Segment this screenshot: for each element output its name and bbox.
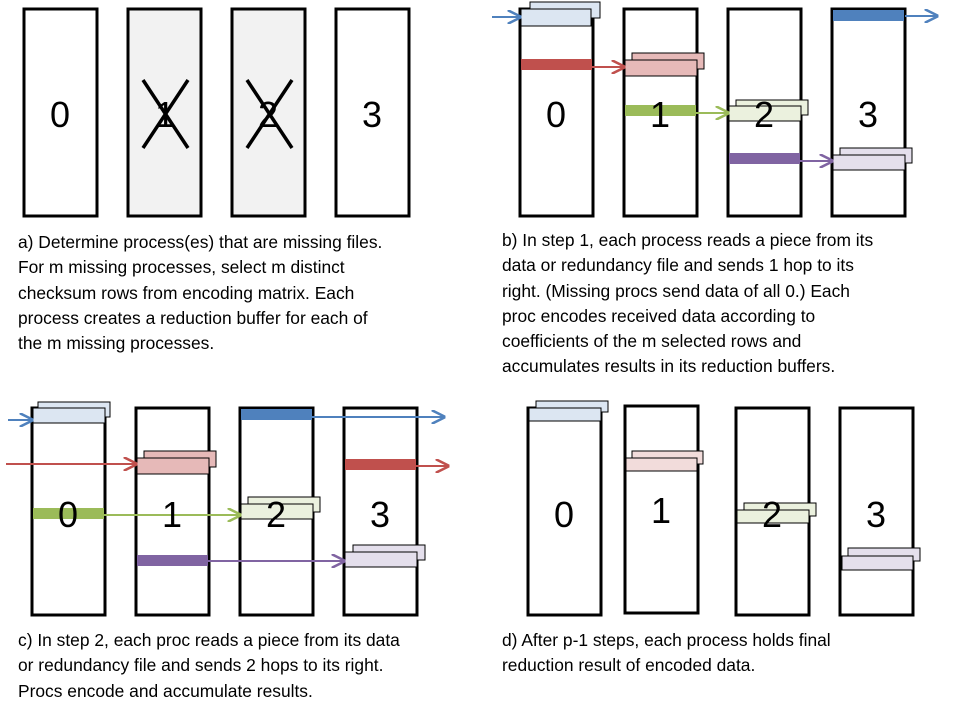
caption-line: data or redundancy file and sends 1 hop … [502, 255, 854, 276]
caption-line: Procs encode and accumulate results. [18, 680, 313, 701]
process-label: 1 [651, 490, 671, 531]
process-label: 1 [162, 494, 182, 535]
data-piece [625, 105, 696, 116]
data-piece [345, 459, 416, 470]
missing-x-mark [245, 79, 294, 149]
data-piece [241, 409, 312, 420]
panel-a: 0 1 2 3 [22, 7, 411, 218]
process-label: 0 [50, 94, 70, 135]
reduction-buffer [736, 509, 810, 524]
process-label: 3 [866, 494, 886, 535]
data-piece [729, 153, 800, 164]
reduction-buffer [520, 8, 592, 27]
caption-line: accumulates results in its reduction buf… [502, 356, 836, 377]
process-box [518, 7, 595, 218]
process-box [838, 406, 915, 617]
data-piece [521, 59, 592, 70]
caption-line: proc encodes received data according to [502, 305, 816, 326]
process-box [342, 406, 419, 617]
caption-line: reduction result of encoded data. [502, 655, 756, 676]
reduction-buffer [832, 154, 906, 171]
caption-b: b) In step 1, each process reads a piece… [502, 228, 873, 380]
caption-line: a) Determine process(es) that are missin… [18, 232, 383, 252]
caption-line: process creates a reduction buffer for e… [18, 307, 368, 328]
process-box [134, 406, 211, 617]
panel-b: 0 1 2 3 [492, 1, 937, 218]
process-label: 3 [858, 94, 878, 135]
process-label: 3 [370, 494, 390, 535]
data-piece [137, 555, 208, 566]
reduction-buffer [136, 457, 210, 475]
caption-line: coefficients of the m selected rows and [502, 331, 802, 352]
data-piece [33, 508, 104, 519]
process-box [623, 404, 700, 615]
process-box [526, 406, 603, 617]
reduction-buffer [344, 551, 418, 568]
process-label: 2 [762, 494, 782, 535]
caption-a: a) Determine process(es) that are missin… [18, 230, 382, 356]
process-label: 0 [58, 494, 78, 535]
panel-d: 0 1 2 3 [526, 400, 921, 617]
caption-line: d) After p-1 steps, each process holds f… [502, 630, 831, 650]
process-label: 0 [546, 94, 566, 135]
caption-line: checksum rows from encoding matrix. Each [18, 282, 355, 303]
reduction-buffer [32, 407, 106, 424]
caption-line: For m missing processes, select m distin… [18, 257, 345, 278]
caption-line: c) In step 2, each proc reads a piece fr… [18, 630, 400, 650]
reduction-buffer [625, 457, 698, 472]
reduction-buffer [528, 407, 602, 422]
process-box [334, 7, 411, 218]
reduction-buffer [841, 555, 914, 571]
data-piece [833, 10, 904, 21]
process-label: 0 [554, 494, 574, 535]
process-box [830, 7, 907, 218]
caption-line: or redundancy file and sends 2 hops to i… [18, 655, 384, 676]
reduction-buffer [624, 59, 698, 77]
process-label: 1 [650, 94, 670, 135]
caption-c: c) In step 2, each proc reads a piece fr… [18, 628, 400, 704]
caption-line: right. (Missing procs send data of all 0… [502, 280, 850, 301]
process-box [22, 7, 99, 218]
process-label: 2 [754, 94, 774, 135]
caption-line: the m missing processes. [18, 333, 215, 354]
process-label: 3 [362, 94, 382, 135]
caption-line: b) In step 1, each process reads a piece… [502, 230, 874, 250]
caption-d: d) After p-1 steps, each process holds f… [502, 628, 831, 679]
process-label: 2 [266, 494, 286, 535]
panel-c: 0 1 2 3 [6, 401, 448, 617]
missing-x-mark [141, 79, 190, 149]
